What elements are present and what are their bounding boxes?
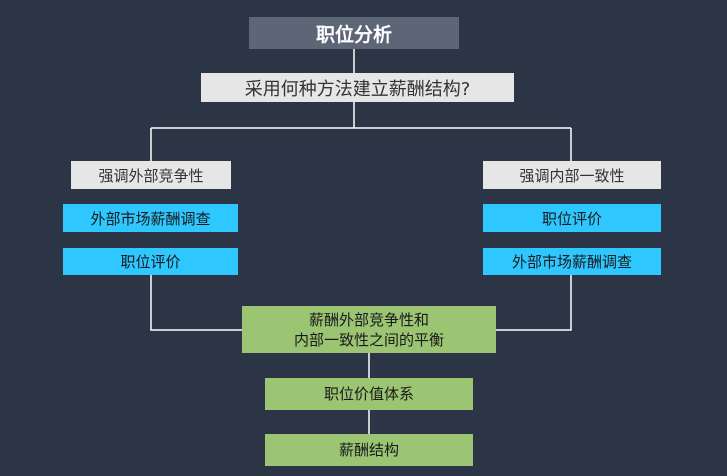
balance-line-1: 薪酬外部竞争性和	[308, 310, 429, 329]
right-step-2-box: 外部市场薪酬调查	[483, 248, 661, 275]
balance-box: 薪酬外部竞争性和 内部一致性之间的平衡	[242, 306, 496, 353]
pay-structure-text: 薪酬结构	[338, 441, 399, 459]
question-box: 采用何种方法建立薪酬结构?	[201, 73, 514, 102]
title-text: 职位分析	[315, 23, 392, 46]
right-step-1-box: 职位评价	[483, 204, 661, 232]
question-text: 采用何种方法建立薪酬结构?	[244, 78, 471, 100]
left-heading-text: 强调外部竞争性	[98, 166, 204, 185]
left-step-2-text: 职位评价	[120, 253, 181, 271]
right-step-1-text: 职位评价	[541, 209, 602, 228]
balance-line-2: 内部一致性之间的平衡	[293, 330, 444, 349]
title-box: 职位分析	[249, 17, 459, 49]
left-step-1-box: 外部市场薪酬调查	[63, 204, 238, 232]
connector-left-to-balance	[150, 272, 243, 331]
right-heading-text: 强调内部一致性	[519, 166, 625, 185]
right-step-2-text: 外部市场薪酬调查	[511, 253, 632, 271]
pay-structure-box: 薪酬结构	[265, 434, 473, 466]
connector-right-to-balance	[496, 272, 572, 331]
right-heading-box: 强调内部一致性	[483, 161, 661, 189]
job-value-system-box: 职位价值体系	[265, 378, 473, 410]
job-value-system-text: 职位价值体系	[323, 385, 414, 403]
left-step-1-text: 外部市场薪酬调查	[90, 209, 211, 228]
left-heading-box: 强调外部竞争性	[71, 161, 231, 189]
left-step-2-box: 职位评价	[63, 248, 238, 275]
